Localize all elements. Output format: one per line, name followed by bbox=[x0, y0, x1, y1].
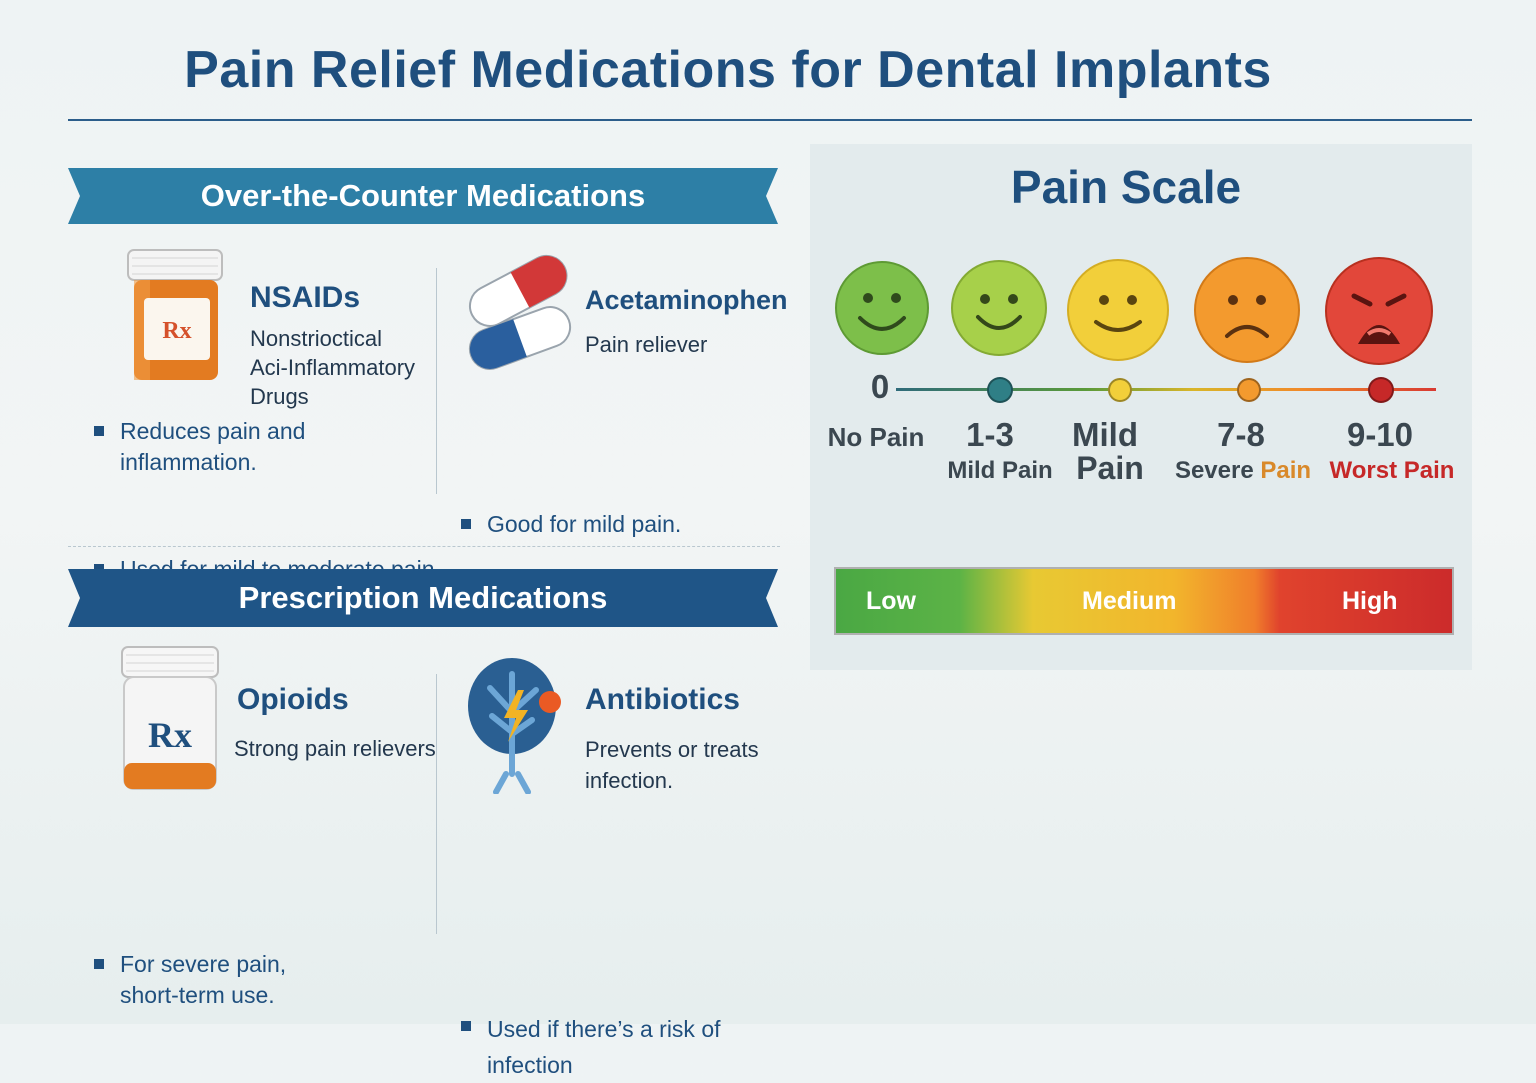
page-title: Pain Relief Medications for Dental Impla… bbox=[184, 41, 1272, 99]
otc-section-banner: Over-the-Counter Medications bbox=[68, 166, 778, 226]
title-divider bbox=[68, 119, 1472, 121]
nsaids-desc-line: Drugs bbox=[250, 384, 309, 409]
capsule-icon bbox=[458, 246, 582, 379]
antibiotics-bullet: Used if there’s a risk of infection bbox=[461, 1011, 727, 1083]
ribbon-shape bbox=[68, 168, 778, 224]
rx-label: Rx bbox=[162, 318, 191, 344]
rx-section-banner: Prescription Medications bbox=[68, 567, 778, 629]
opioids-bullet: For severe pain, short-term use. bbox=[94, 949, 340, 1011]
opioids-description: Strong pain relievers bbox=[234, 736, 436, 761]
acetaminophen-description: Pain reliever bbox=[585, 332, 708, 357]
mild-pain-face-icon bbox=[950, 259, 1048, 357]
rx-bottle-icon: Rx bbox=[118, 645, 222, 800]
bar-label-medium: Medium bbox=[1082, 587, 1177, 615]
moderate-pain-face-icon bbox=[1066, 258, 1170, 362]
severe-pain-face-icon bbox=[1193, 256, 1301, 364]
pill-bottle-icon: Rx bbox=[122, 246, 232, 391]
no-pain-face-icon bbox=[834, 260, 930, 356]
level-number: 1-3 bbox=[966, 416, 1014, 453]
bar-label-high: High bbox=[1342, 587, 1398, 615]
antibiotics-description: Prevents or treats infection. bbox=[585, 737, 759, 793]
worst-pain-face-icon bbox=[1324, 256, 1434, 366]
pain-scale-track bbox=[896, 388, 1436, 391]
level-label: Worst Pain bbox=[1329, 457, 1455, 484]
column-divider bbox=[436, 674, 437, 934]
nsaids-desc-line: Nonstrioctical bbox=[250, 326, 383, 351]
acetaminophen-title: Acetaminophen bbox=[585, 285, 788, 315]
level-label: Severe Pain bbox=[1170, 457, 1316, 485]
level-number: 7-8 bbox=[1217, 416, 1265, 453]
scale-node bbox=[987, 377, 1013, 403]
nsaids-title: NSAIDs bbox=[250, 281, 361, 314]
nsaids-desc-line: Aci-Inflammatory bbox=[250, 355, 416, 380]
level-label: No Pain bbox=[827, 422, 925, 452]
pain-scale-title: Pain Scale bbox=[1010, 161, 1242, 213]
opioids-title: Opioids bbox=[237, 683, 349, 716]
level-label: Mild Pain bbox=[947, 457, 1053, 484]
section-divider bbox=[68, 546, 780, 547]
acetaminophen-bullet: Good for mild pain. bbox=[461, 509, 787, 540]
severe-label-accent: Pain bbox=[1260, 457, 1312, 484]
scale-node bbox=[1237, 378, 1261, 402]
level-number: 0 bbox=[870, 368, 890, 405]
severe-label-part: Severe bbox=[1174, 457, 1254, 484]
antibiotics-title: Antibiotics bbox=[585, 683, 740, 716]
nsaids-description: Nonstrioctical Aci-Inflammatory Drugs bbox=[250, 324, 415, 411]
nsaids-bullet: Reduces pain and inflammation. bbox=[94, 416, 360, 478]
level-number: 9-10 bbox=[1346, 416, 1414, 453]
nerve-icon bbox=[466, 654, 570, 799]
scale-node bbox=[1108, 378, 1132, 402]
scale-node bbox=[1368, 377, 1394, 403]
level-label: Pain bbox=[1076, 450, 1144, 486]
rx-section-heading: Prescription Medications bbox=[238, 580, 608, 615]
level-number: Mild bbox=[1072, 416, 1138, 453]
pain-intensity-bar: Low Medium High bbox=[834, 567, 1454, 635]
bar-label-low: Low bbox=[866, 587, 916, 615]
otc-section-heading: Over-the-Counter Medications bbox=[200, 178, 646, 213]
rx-label: Rx bbox=[148, 715, 192, 755]
ribbon-shape bbox=[68, 569, 778, 627]
column-divider bbox=[436, 268, 437, 494]
